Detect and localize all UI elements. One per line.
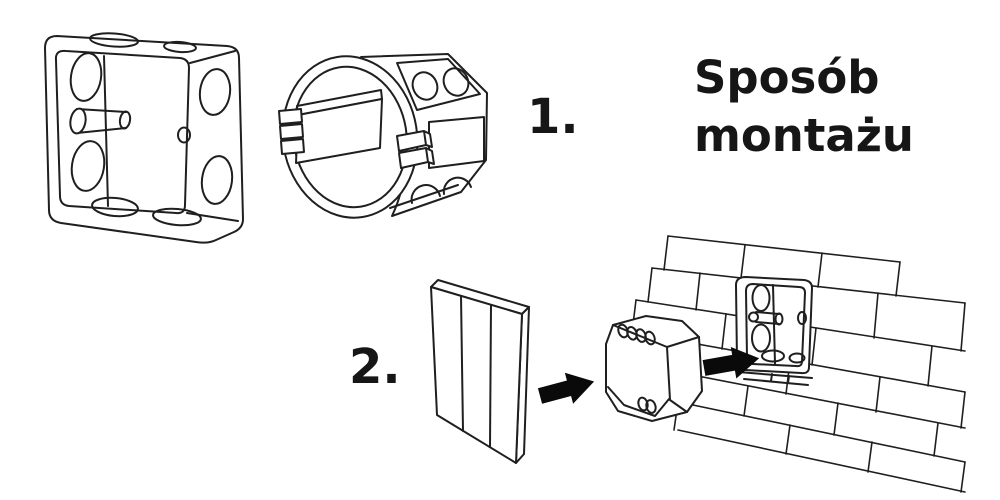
step-1-number: 1. xyxy=(527,89,579,145)
page-title: Sposób montażu xyxy=(694,49,914,165)
wall-arrow-icon xyxy=(702,347,760,379)
dimmer-module-illustration xyxy=(605,315,703,422)
round-flush-mount-box-illustration xyxy=(278,53,488,219)
square-flush-mount-box-illustration xyxy=(44,32,244,244)
wall-mounted-box-illustration xyxy=(735,276,813,386)
step-2-number: 2. xyxy=(349,339,401,395)
step2-arrow-icon xyxy=(537,372,595,404)
page-title-line2: montażu xyxy=(694,109,914,162)
page-title-line1: Sposób xyxy=(694,51,880,104)
switch-panel-illustration xyxy=(430,279,530,464)
